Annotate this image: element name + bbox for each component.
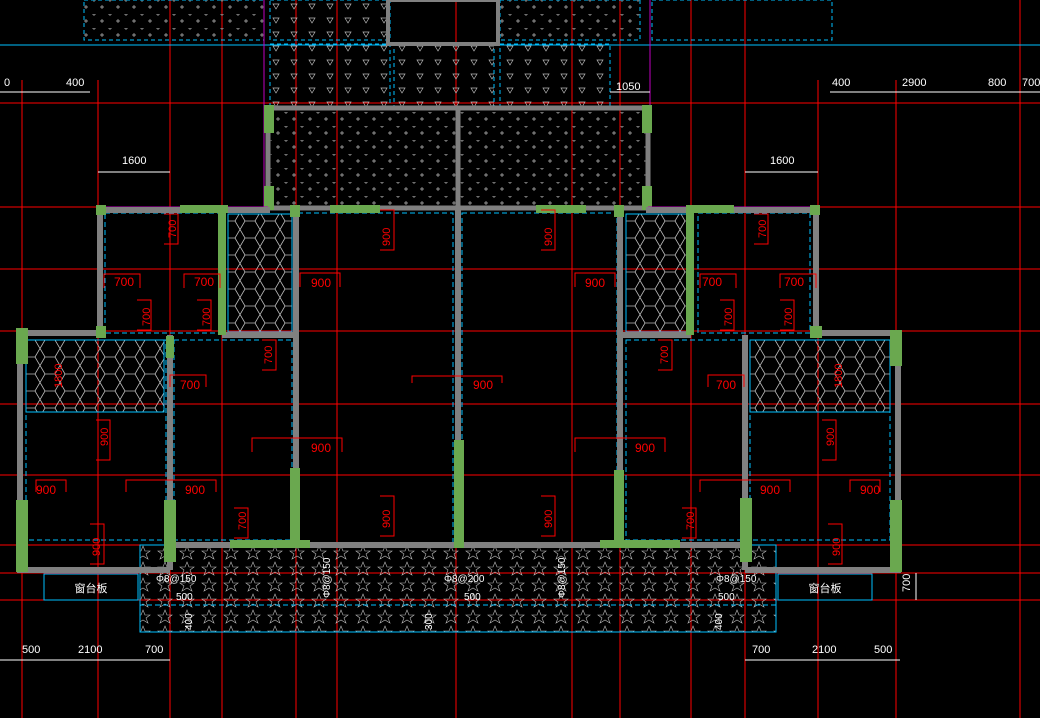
mark-v900-e: 900 — [381, 510, 393, 528]
dim-top-left-0: 0 — [4, 77, 10, 89]
window-sills — [43, 573, 873, 601]
beam-400-right: 400 — [714, 613, 725, 630]
red-ticks — [35, 272, 881, 492]
red-vertical-ticks — [90, 209, 843, 565]
mark-h700-e: 700 — [180, 378, 200, 392]
dim-top-right-400: 400 — [832, 77, 850, 89]
red-horizontal-marks: 900 900 900 900 900 900 900 900 900 700 … — [36, 275, 880, 497]
balcony-slab — [139, 544, 777, 633]
rebar-mid-right: Φ8@150 — [557, 557, 568, 598]
mark-h700-a: 700 — [114, 275, 134, 289]
mark-v1800-left: 1800 — [53, 364, 65, 388]
upper-units — [0, 0, 1040, 210]
mark-h900-c: 900 — [473, 378, 493, 392]
beam-500-center: 500 — [464, 592, 481, 603]
mark-v700-j: 700 — [685, 512, 697, 530]
mark-v900-g: 900 — [91, 538, 103, 556]
beam-400-left: 400 — [184, 613, 195, 630]
mark-v700-a: 700 — [167, 220, 179, 238]
dim-top-right-700: 700 — [1022, 77, 1040, 89]
dim-bottom-right-2100: 2100 — [812, 644, 836, 656]
mark-v900-c: 900 — [99, 428, 111, 446]
mark-v700-h: 700 — [659, 346, 671, 364]
dim-top-left-400: 400 — [66, 77, 84, 89]
mark-h900-a: 900 — [311, 276, 331, 290]
mark-v1800-right: 1800 — [833, 364, 845, 388]
mark-v700-e: 700 — [723, 308, 735, 326]
dim-top-1050: 1050 — [616, 81, 640, 93]
beam-500-right: 500 — [718, 592, 735, 603]
beam-300: 300 — [424, 613, 435, 630]
mark-h700-d: 700 — [784, 275, 804, 289]
dim-bottom-left-700: 700 — [145, 644, 163, 656]
rebar-right: Φ8@150 — [716, 574, 757, 585]
mark-h900-e: 900 — [635, 441, 655, 455]
mark-v700-c: 700 — [141, 308, 153, 326]
dimension-lines — [0, 91, 1040, 661]
mark-h900-d: 900 — [311, 441, 331, 455]
dim-left-1600: 1600 — [122, 155, 146, 167]
window-sill-label-right: 窗台板 — [809, 581, 842, 595]
rebar-mid-left: Φ8@150 — [322, 557, 333, 598]
dim-right-side-700: 700 — [901, 574, 913, 592]
rebar-labels: Φ8@150 Φ8@150 Φ8@200 Φ8@150 Φ8@150 500 5… — [156, 557, 757, 630]
mark-v900-h: 900 — [831, 538, 843, 556]
mark-h900-i: 900 — [860, 483, 880, 497]
mark-h900-f: 900 — [36, 483, 56, 497]
corridor-block — [264, 105, 652, 211]
mark-v900-f: 900 — [543, 510, 555, 528]
dim-bottom-left-500: 500 — [22, 644, 40, 656]
dim-bottom-right-700: 700 — [752, 644, 770, 656]
mark-v700-b: 700 — [757, 220, 769, 238]
dim-bottom-left-2100: 2100 — [78, 644, 102, 656]
rebar-center: Φ8@200 — [444, 574, 485, 585]
dimension-texts: 0 400 1050 400 2900 800 700 1600 1600 50… — [4, 77, 1040, 656]
red-vertical-marks: 900 900 900 900 900 900 900 900 900 700 … — [53, 220, 845, 556]
beam-500-left: 500 — [176, 592, 193, 603]
mark-h900-g: 900 — [185, 483, 205, 497]
mark-v700-g: 700 — [263, 346, 275, 364]
mark-h700-c: 700 — [702, 275, 722, 289]
mark-v700-f: 700 — [783, 308, 795, 326]
dim-top-right-2900: 2900 — [902, 77, 926, 89]
window-sill-label-left: 窗台板 — [75, 581, 108, 595]
mark-v700-d: 700 — [201, 308, 213, 326]
mark-h700-f: 700 — [716, 378, 736, 392]
mark-h900-h: 900 — [760, 483, 780, 497]
mark-h900-b: 900 — [585, 276, 605, 290]
dim-right-1600: 1600 — [770, 155, 794, 167]
mark-v700-i: 700 — [237, 512, 249, 530]
mark-v900-a: 900 — [381, 228, 393, 246]
dim-top-right-800: 800 — [988, 77, 1006, 89]
rebar-left: Φ8@150 — [156, 574, 197, 585]
dim-bottom-right-500: 500 — [874, 644, 892, 656]
mark-v900-d: 900 — [825, 428, 837, 446]
shafts — [25, 213, 891, 413]
columns — [16, 205, 902, 572]
mark-h700-b: 700 — [194, 275, 214, 289]
mark-v900-b: 900 — [543, 228, 555, 246]
